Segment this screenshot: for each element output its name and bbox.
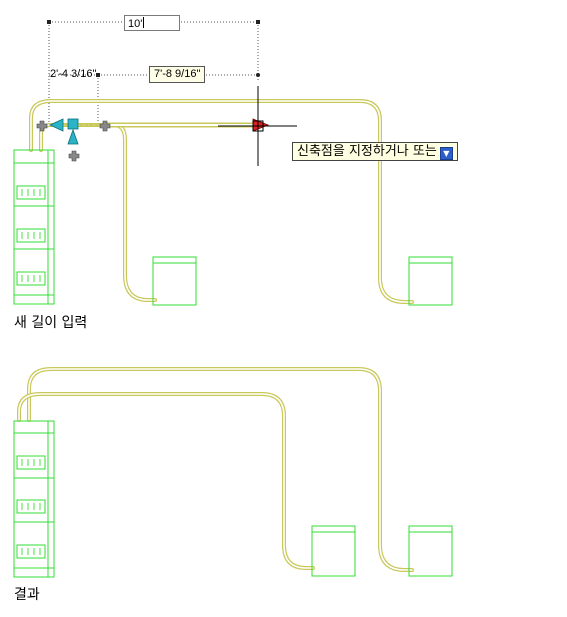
length-input-value: 10' bbox=[128, 18, 143, 30]
grip-markers[interactable] bbox=[36, 118, 270, 162]
conduit-run-inner[interactable] bbox=[39, 123, 157, 302]
text-caret bbox=[143, 17, 145, 28]
dimension-endpoint bbox=[256, 73, 260, 77]
conduit-run-outer[interactable] bbox=[29, 99, 414, 304]
top-view bbox=[13, 20, 453, 306]
dimension-label-left: 2'-4 3/16" bbox=[50, 68, 97, 80]
plus-grip-icon[interactable] bbox=[68, 150, 80, 162]
grip-arrow-left-icon[interactable] bbox=[49, 118, 64, 132]
caption-new-length: 새 길이 입력 bbox=[14, 315, 88, 331]
dimension-endpoint bbox=[96, 73, 100, 77]
plus-grip-icon[interactable] bbox=[99, 120, 111, 132]
junction-box[interactable] bbox=[311, 525, 356, 577]
equipment-panel[interactable] bbox=[13, 420, 55, 578]
command-prompt-tooltip[interactable]: 신축점을 지정하거나 또는▼ bbox=[292, 142, 458, 161]
tooltip-text: 신축점을 지정하거나 또는 bbox=[297, 144, 437, 159]
dimension-endpoint bbox=[47, 20, 51, 24]
dynamic-length-input[interactable]: 10' bbox=[124, 15, 180, 31]
conduit-run-inner[interactable] bbox=[17, 392, 315, 570]
bottom-view bbox=[13, 367, 453, 578]
equipment-panel[interactable] bbox=[13, 149, 55, 305]
dimension-endpoint bbox=[256, 20, 260, 24]
grip-arrow-down-icon[interactable] bbox=[67, 128, 79, 145]
plus-grip-icon[interactable] bbox=[36, 120, 48, 132]
crosshair-cursor-icon bbox=[218, 86, 297, 166]
junction-box[interactable] bbox=[152, 256, 197, 306]
junction-box[interactable] bbox=[408, 525, 453, 577]
dimension-label-right: 7'-8 9/16" bbox=[149, 66, 206, 83]
caption-result: 결과 bbox=[14, 587, 40, 603]
junction-box[interactable] bbox=[408, 256, 453, 306]
down-arrow-icon[interactable]: ▼ bbox=[439, 147, 453, 160]
grip-square-icon[interactable] bbox=[67, 118, 79, 130]
